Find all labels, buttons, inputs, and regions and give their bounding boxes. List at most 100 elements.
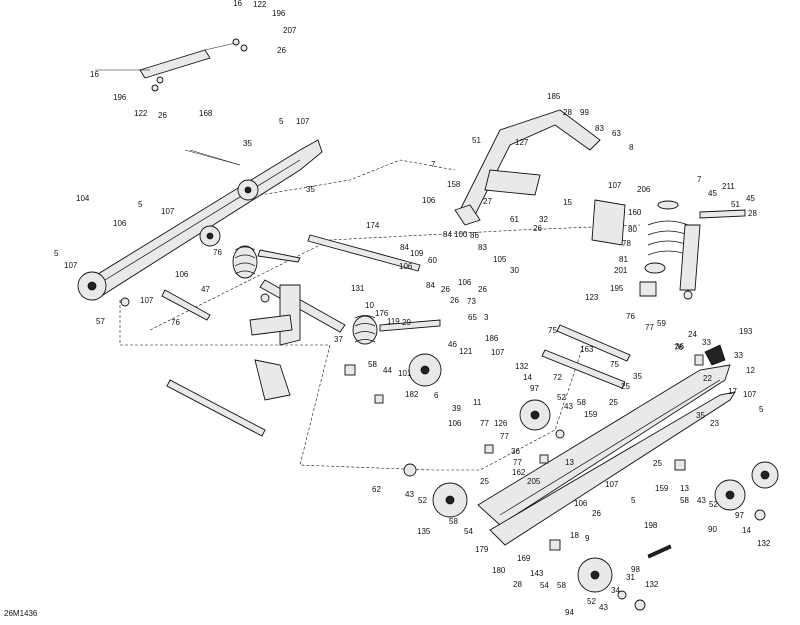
- part-callout: 27: [483, 197, 492, 206]
- part-callout: 162: [512, 468, 526, 477]
- part-callout: 76: [213, 248, 222, 257]
- part-callout: 5: [759, 405, 764, 414]
- part-callout: 100: [454, 230, 468, 239]
- part-callout: 23: [710, 419, 719, 428]
- part-callout: 8: [629, 143, 634, 152]
- part-callout: 5: [54, 249, 59, 258]
- part-callout: 180: [492, 566, 506, 575]
- part-callout: 17: [728, 387, 737, 396]
- part-callout: 84: [426, 281, 435, 290]
- part-callout: 58: [680, 496, 689, 505]
- part-callout: 97: [735, 511, 744, 520]
- part-callout: 77: [645, 323, 654, 332]
- part-callout: 10: [365, 301, 374, 310]
- part-callout: 52: [557, 393, 566, 402]
- part-callout: 121: [459, 347, 473, 356]
- part-callout: 123: [585, 293, 599, 302]
- hardware-bolts: [120, 293, 704, 559]
- part-callout: 98: [631, 565, 640, 574]
- part-callout: 99: [580, 108, 589, 117]
- part-callout: 22: [703, 374, 712, 383]
- part-callout: 195: [610, 284, 624, 293]
- part-callout: 58: [449, 517, 458, 526]
- part-callout: 34: [611, 586, 620, 595]
- part-callout: 35: [696, 411, 705, 420]
- part-callout: 201: [614, 266, 628, 275]
- part-callout: 6: [434, 391, 439, 400]
- part-callout: 31: [626, 573, 635, 582]
- part-callout: 14: [523, 373, 532, 382]
- part-callout: 106: [448, 419, 462, 428]
- part-callout: 84: [443, 230, 452, 239]
- part-callout: 83: [595, 124, 604, 133]
- part-callout: 26: [478, 285, 487, 294]
- part-callout: 26: [450, 296, 459, 305]
- part-callout: 83: [478, 243, 487, 252]
- part-callout: 61: [510, 215, 519, 224]
- part-callout: 51: [472, 136, 481, 145]
- part-callout: 7: [431, 160, 436, 169]
- part-callout: 109: [410, 249, 424, 258]
- part-callout: 25: [621, 382, 630, 391]
- part-callout: 76: [674, 343, 683, 352]
- part-callout: 196: [272, 9, 286, 18]
- part-callout: 46: [448, 340, 457, 349]
- part-callout: 107: [608, 181, 622, 190]
- part-callout: 90: [708, 525, 717, 534]
- part-callout: 132: [515, 362, 529, 371]
- part-callout: 28: [513, 580, 522, 589]
- part-callout: 37: [334, 335, 343, 344]
- part-callout: 29: [402, 318, 411, 327]
- part-callout: 206: [637, 185, 651, 194]
- drawing-reference-code: 26M1436: [4, 609, 38, 618]
- part-callout: 163: [580, 345, 594, 354]
- part-callout: 196: [113, 93, 127, 102]
- part-callout: 168: [199, 109, 213, 118]
- part-callout: 127: [515, 138, 529, 147]
- part-callout: 94: [565, 608, 574, 617]
- part-callout: 75: [548, 326, 557, 335]
- part-callout: 35: [243, 139, 252, 148]
- part-callout: 25: [609, 398, 618, 407]
- part-callout: 179: [475, 545, 489, 554]
- part-callout: 18: [570, 531, 579, 540]
- part-callout: 52: [709, 500, 718, 509]
- part-callout: 35: [633, 372, 642, 381]
- part-callout: 26: [158, 111, 167, 120]
- part-callout: 101: [398, 369, 412, 378]
- part-callout: 132: [645, 580, 659, 589]
- part-callout: 26: [277, 46, 286, 55]
- part-callout: 43: [564, 402, 573, 411]
- rear-shock-spring: [639, 200, 746, 300]
- part-callout: 43: [599, 603, 608, 612]
- part-callout: 72: [553, 373, 562, 382]
- part-callout: 35: [306, 185, 315, 194]
- part-callout: 33: [702, 338, 711, 347]
- part-callout: 26: [533, 224, 542, 233]
- part-callout: 80: [628, 225, 637, 234]
- part-callout: 160: [628, 208, 642, 217]
- part-callout: 63: [612, 129, 621, 138]
- part-callout: 73: [467, 297, 476, 306]
- part-callout: 57: [96, 317, 105, 326]
- part-callout: 77: [480, 419, 489, 428]
- part-callout: 132: [757, 539, 771, 548]
- cross-shafts: [161, 149, 631, 437]
- part-callout: 30: [510, 266, 519, 275]
- part-callout: 207: [283, 26, 297, 35]
- part-callout: 106: [175, 270, 189, 279]
- part-callout: 106: [422, 196, 436, 205]
- part-callout: 106: [399, 262, 413, 271]
- part-callout: 78: [622, 239, 631, 248]
- front-arm-rail: [77, 139, 323, 301]
- part-callout: 28: [563, 108, 572, 117]
- part-callout: 45: [708, 189, 717, 198]
- part-callout: 15: [563, 198, 572, 207]
- part-callout: 16: [233, 0, 242, 8]
- part-callout: 25: [480, 477, 489, 486]
- part-callout: 205: [527, 477, 541, 486]
- part-callout: 28: [748, 209, 757, 218]
- part-callout: 122: [253, 0, 267, 9]
